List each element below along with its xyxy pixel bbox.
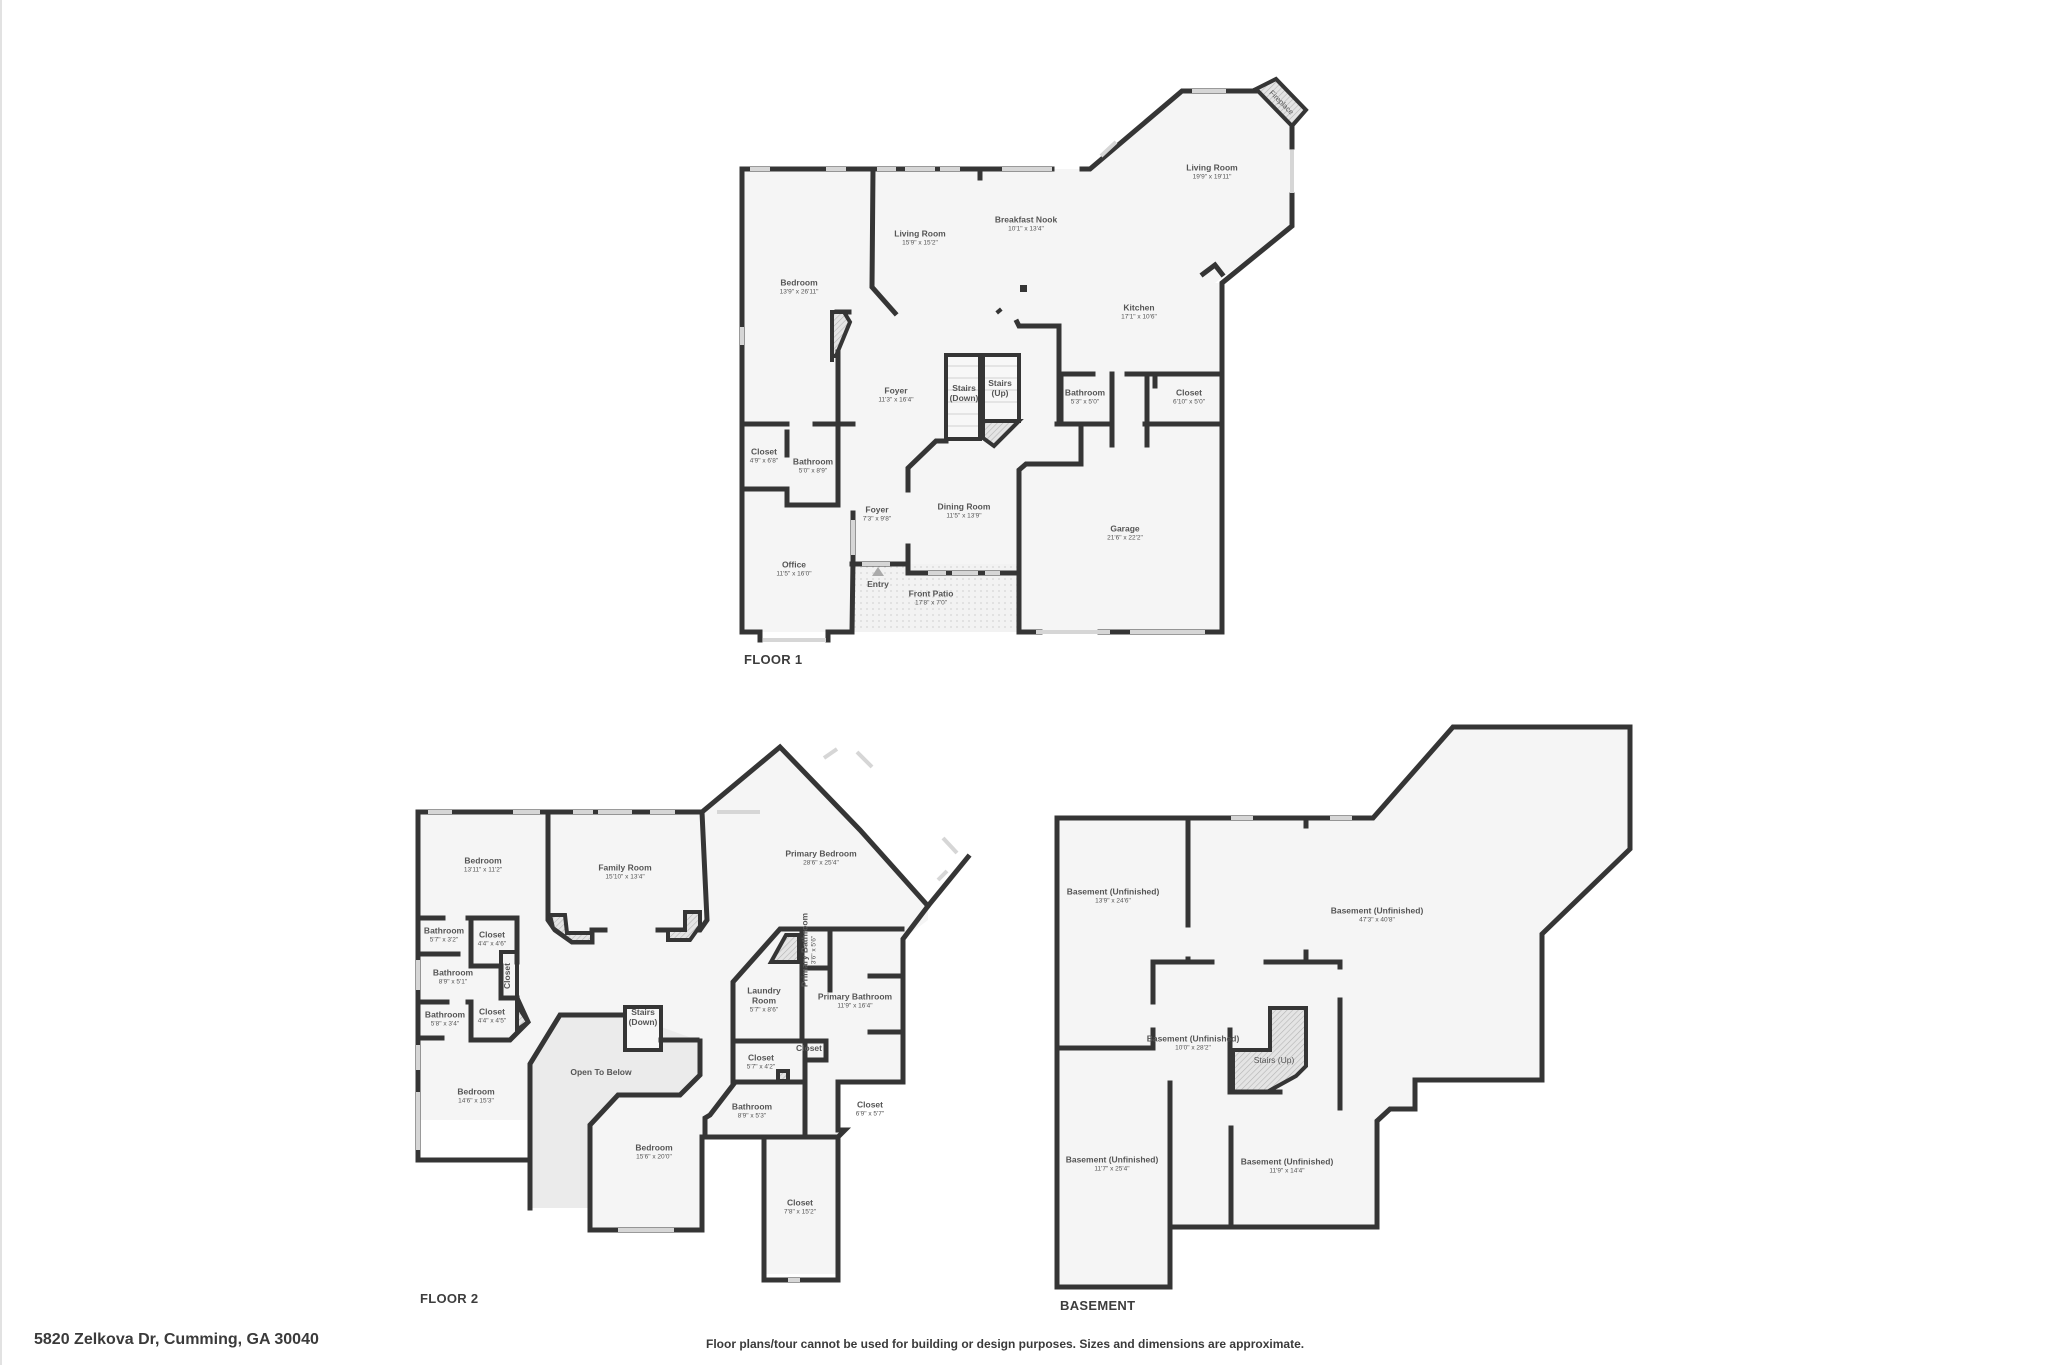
room-label: Basement (Unfinished)47'3" x 40'8" (1330, 905, 1424, 924)
room-label: Basement (Unfinished)13'9" x 24'6" (1066, 886, 1160, 905)
room-label: Basement (Unfinished)11'9" x 14'4" (1240, 1156, 1334, 1175)
room-label: Basement (Unfinished)10'0" x 28'2" (1146, 1033, 1240, 1052)
stairs-label: Stairs (Down) (628, 1007, 658, 1027)
room-label: Closet (796, 1043, 822, 1054)
entry-arrow-icon (872, 567, 884, 576)
stairs-label: Stairs (Down) (949, 383, 979, 403)
property-address: 5820 Zelkova Dr, Cumming, GA 30040 (34, 1331, 319, 1348)
floor2-title: FLOOR 2 (420, 1291, 479, 1306)
disclaimer-text: Floor plans/tour cannot be used for buil… (706, 1337, 1305, 1351)
basement-plan (1054, 724, 1633, 1290)
stairs-label: Stairs (Up) (1253, 1055, 1295, 1066)
entry-label: Entry (867, 579, 889, 590)
floor2-plan (415, 743, 972, 1283)
floor1-plan (739, 76, 1309, 643)
room-label: Open To Below (570, 1067, 632, 1078)
room-label: Closet (502, 963, 513, 989)
room-label: Basement (Unfinished)11'7" x 25'4" (1065, 1154, 1159, 1173)
basement-title: BASEMENT (1060, 1298, 1136, 1313)
stairs-label: Stairs (Up) (988, 378, 1012, 398)
floor1-title: FLOOR 1 (744, 652, 803, 667)
